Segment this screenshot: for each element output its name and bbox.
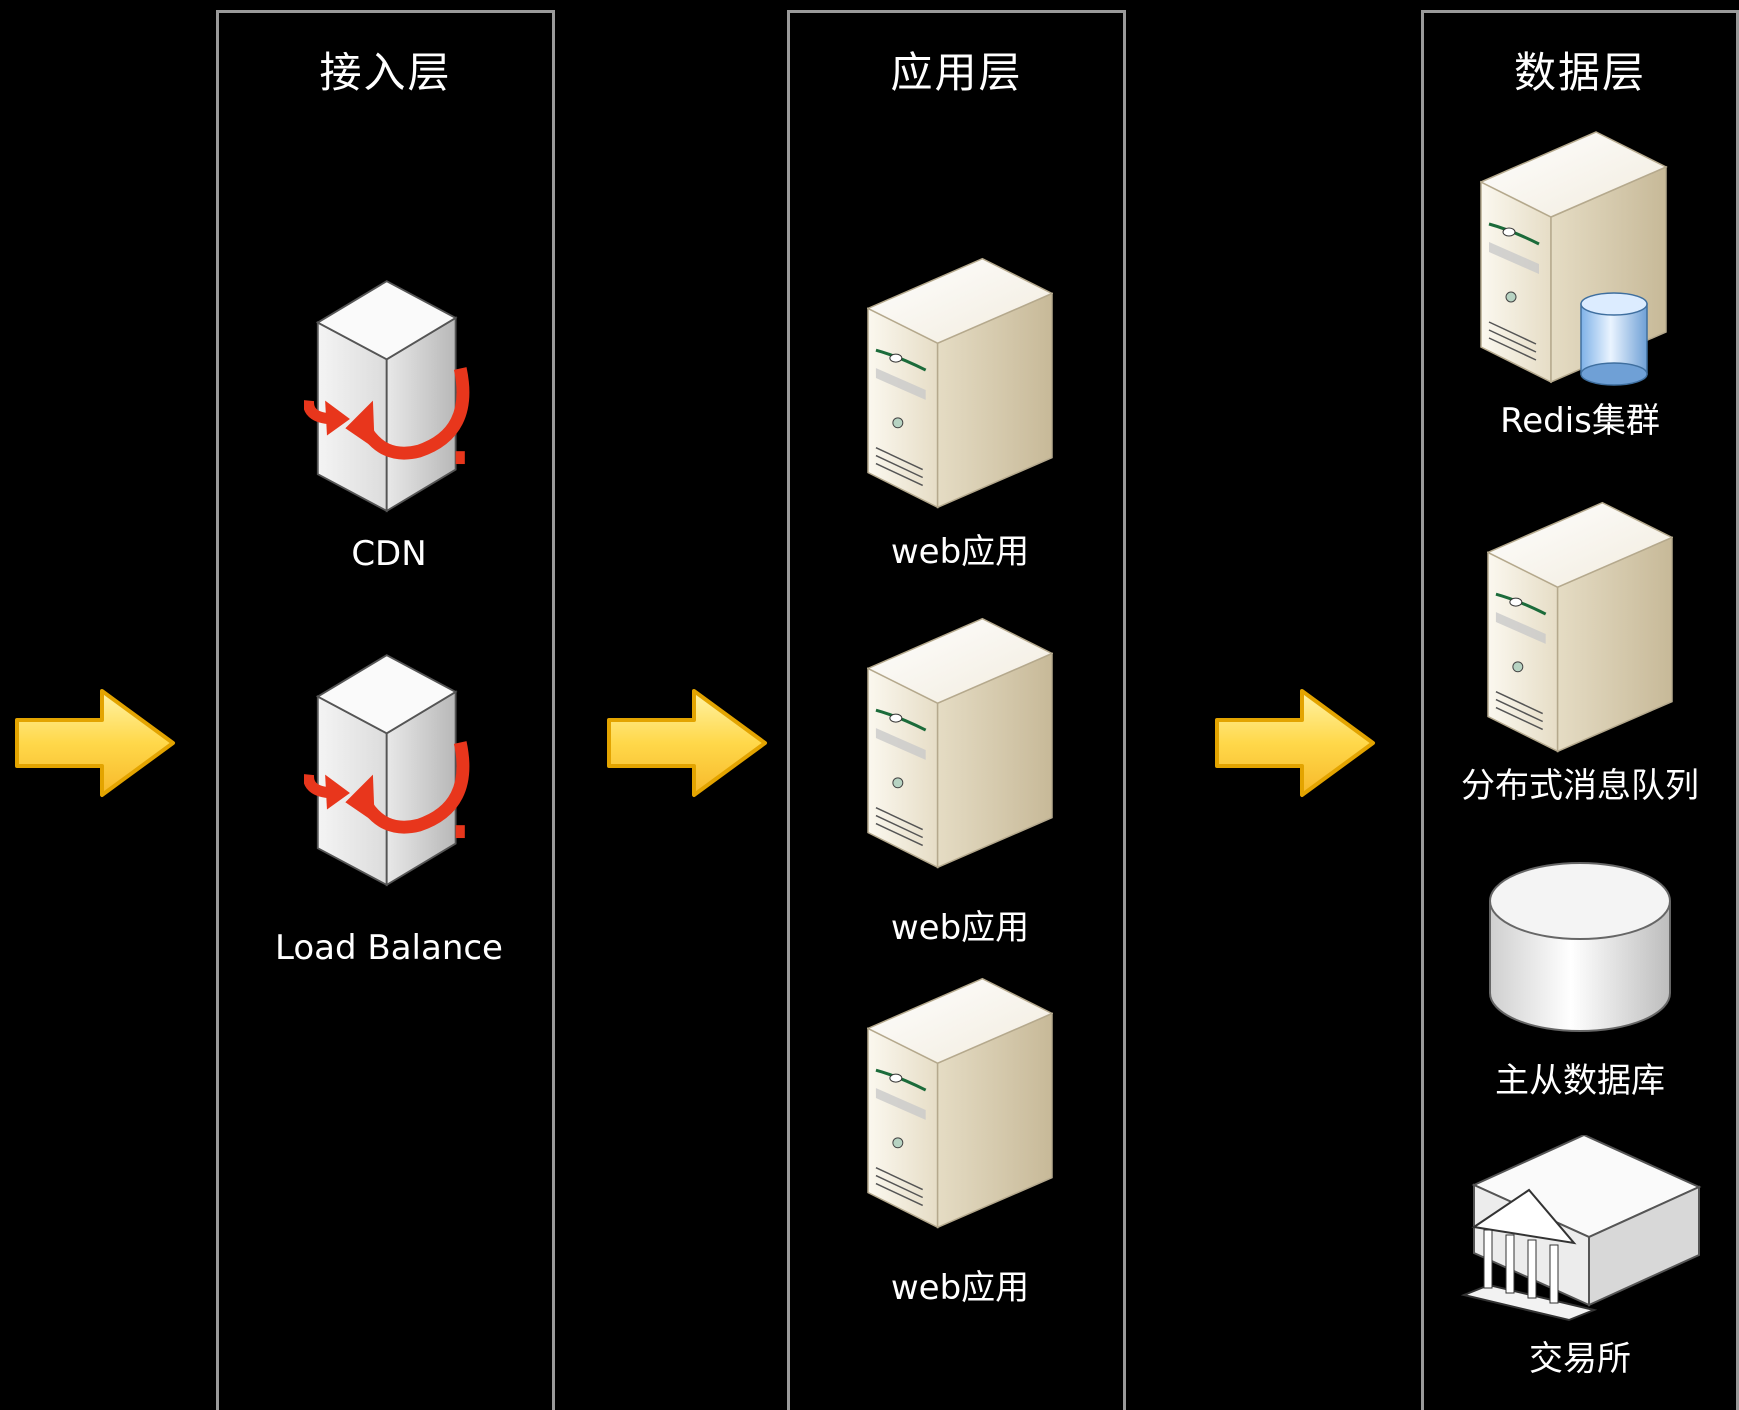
server-tower-icon bbox=[867, 257, 1053, 509]
redis-cluster-label: Redis集群 bbox=[1500, 401, 1660, 441]
temple-facade-icon bbox=[1460, 1188, 1598, 1322]
load-balance-node[interactable]: Load Balance bbox=[239, 643, 539, 968]
cdn-label: CDN bbox=[351, 534, 427, 574]
flow-arrow-icon bbox=[15, 689, 175, 797]
message-queue-label: 分布式消息队列 bbox=[1461, 766, 1699, 806]
server-tower-icon bbox=[1487, 501, 1673, 753]
cdn-node[interactable]: CDN bbox=[259, 269, 519, 574]
load-balance-label: Load Balance bbox=[275, 928, 503, 968]
flow-arrow-icon bbox=[607, 689, 767, 797]
database-server-icon bbox=[1480, 131, 1668, 386]
server-tower-icon bbox=[867, 977, 1053, 1229]
data-layer-panel: 数据层 Redis集群 分布式消息队列 主从数据库 bbox=[1421, 10, 1739, 1410]
load-balancer-icon bbox=[304, 643, 474, 898]
server-tower-icon bbox=[867, 617, 1053, 869]
app-layer-title: 应用层 bbox=[890, 48, 1023, 97]
blue-database-icon bbox=[1580, 292, 1648, 386]
web-app-label-1: web应用 bbox=[890, 532, 1030, 572]
data-layer-title: 数据层 bbox=[1513, 48, 1646, 97]
exchange-label: 交易所 bbox=[1529, 1339, 1631, 1379]
web-app-label-2: web应用 bbox=[890, 908, 1030, 948]
web-app-label-3: web应用 bbox=[890, 1268, 1030, 1308]
exchange-node[interactable]: 交易所 bbox=[1424, 1135, 1736, 1380]
bank-building-icon bbox=[1460, 1135, 1702, 1322]
redis-cluster-node[interactable]: Redis集群 bbox=[1424, 131, 1736, 442]
access-layer-panel: 接入层 CDN Load Balance bbox=[216, 10, 555, 1410]
web-app-node-2[interactable]: web应用 bbox=[810, 617, 1110, 949]
load-balancer-icon bbox=[304, 269, 474, 524]
web-app-node-1[interactable]: web应用 bbox=[810, 257, 1110, 573]
database-cylinder-icon bbox=[1489, 862, 1671, 1032]
flow-arrow-icon bbox=[1215, 689, 1375, 797]
web-app-node-3[interactable]: web应用 bbox=[810, 977, 1110, 1309]
access-layer-title: 接入层 bbox=[319, 48, 452, 97]
master-slave-db-node[interactable]: 主从数据库 bbox=[1424, 861, 1736, 1102]
master-slave-db-label: 主从数据库 bbox=[1495, 1061, 1665, 1101]
message-queue-node[interactable]: 分布式消息队列 bbox=[1424, 501, 1736, 807]
app-layer-panel: 应用层 web应用 web应用 web应用 bbox=[787, 10, 1126, 1410]
